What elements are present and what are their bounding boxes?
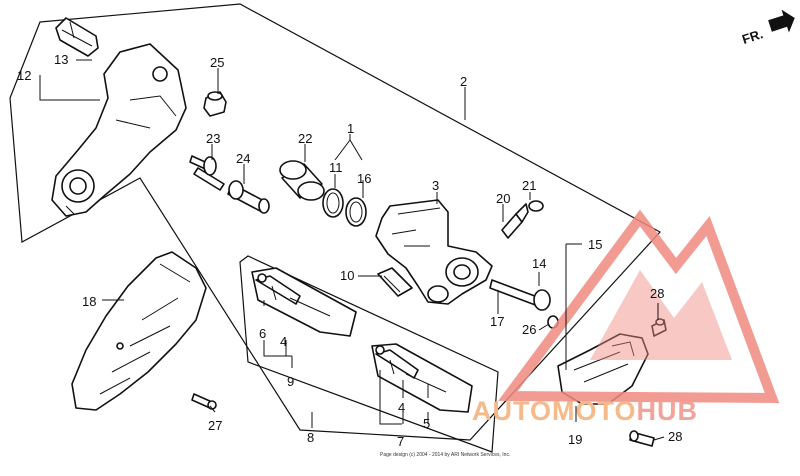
assembly-frame — [9, 3, 661, 441]
callout-25: 25 — [210, 55, 224, 70]
callout-16: 16 — [357, 171, 371, 186]
callout-3: 3 — [432, 178, 439, 193]
brake-pad-a — [251, 267, 357, 337]
brake-pad-b — [371, 343, 473, 413]
pad-set-frame — [239, 255, 499, 453]
callout-23: 23 — [206, 131, 220, 146]
callout-14: 14 — [532, 256, 546, 271]
callout-28-upper: 28 — [650, 286, 664, 301]
watermark-brand-part1: AUTOMOTO — [472, 396, 637, 426]
callout-24: 24 — [236, 151, 250, 166]
front-direction-arrow — [768, 9, 795, 33]
dust-seal-inner — [349, 201, 363, 223]
callout-2: 2 — [460, 74, 467, 89]
leader-lines — [39, 59, 665, 441]
guard-bolt-lower — [629, 430, 655, 447]
callout-13: 13 — [54, 52, 68, 67]
dust-seal — [345, 197, 367, 227]
callout-6: 6 — [259, 326, 266, 341]
callout-27: 27 — [208, 418, 222, 433]
pin-bolt-b — [227, 180, 270, 214]
callout-20: 20 — [496, 191, 510, 206]
caliper-body — [375, 199, 493, 305]
front-direction-label: FR. — [740, 26, 765, 47]
piston-seal-inner — [326, 192, 340, 214]
piston — [279, 160, 325, 201]
callout-4-upper: 4 — [280, 334, 287, 349]
watermark-brand: AUTOMOTOHUB — [472, 396, 698, 426]
guard-bolt-upper — [651, 318, 667, 337]
watermark-brand-part2: HUB — [637, 396, 699, 426]
pad-pin — [489, 279, 551, 311]
caliper-bracket — [51, 43, 187, 217]
callout-12: 12 — [17, 68, 31, 83]
bleeder-cap-small — [528, 200, 544, 212]
callout-1: 1 — [347, 121, 354, 136]
callout-15: 15 — [588, 237, 602, 252]
callout-19: 19 — [568, 432, 582, 447]
callout-17: 17 — [490, 314, 504, 329]
callout-9: 9 — [287, 374, 294, 389]
callout-28-lower: 28 — [668, 429, 682, 444]
piston-seal — [322, 188, 344, 218]
bleeder-cap — [203, 91, 227, 117]
pad-spring-clip — [55, 17, 99, 57]
watermark-logo — [498, 209, 780, 404]
pin-bolt-a — [189, 155, 225, 191]
guard-bolt — [191, 393, 217, 410]
callout-5: 5 — [423, 416, 430, 431]
callout-10: 10 — [340, 268, 354, 283]
callout-4-lower: 4 — [398, 400, 405, 415]
callout-8: 8 — [307, 430, 314, 445]
bleeder-valve — [501, 203, 529, 239]
copyright-notice: Page design (c) 2004 - 2014 by ARI Netwo… — [380, 452, 510, 458]
callout-26: 26 — [522, 322, 536, 337]
pad-retainer — [377, 267, 413, 297]
callout-18: 18 — [82, 294, 96, 309]
callout-11: 11 — [329, 160, 343, 175]
callout-labels: 1 2 3 4 4 5 6 7 8 9 10 11 12 13 14 15 16… — [17, 52, 682, 449]
callout-21: 21 — [522, 178, 536, 193]
rotor-guard — [71, 251, 207, 411]
callout-22: 22 — [298, 131, 312, 146]
callout-7: 7 — [397, 434, 404, 449]
